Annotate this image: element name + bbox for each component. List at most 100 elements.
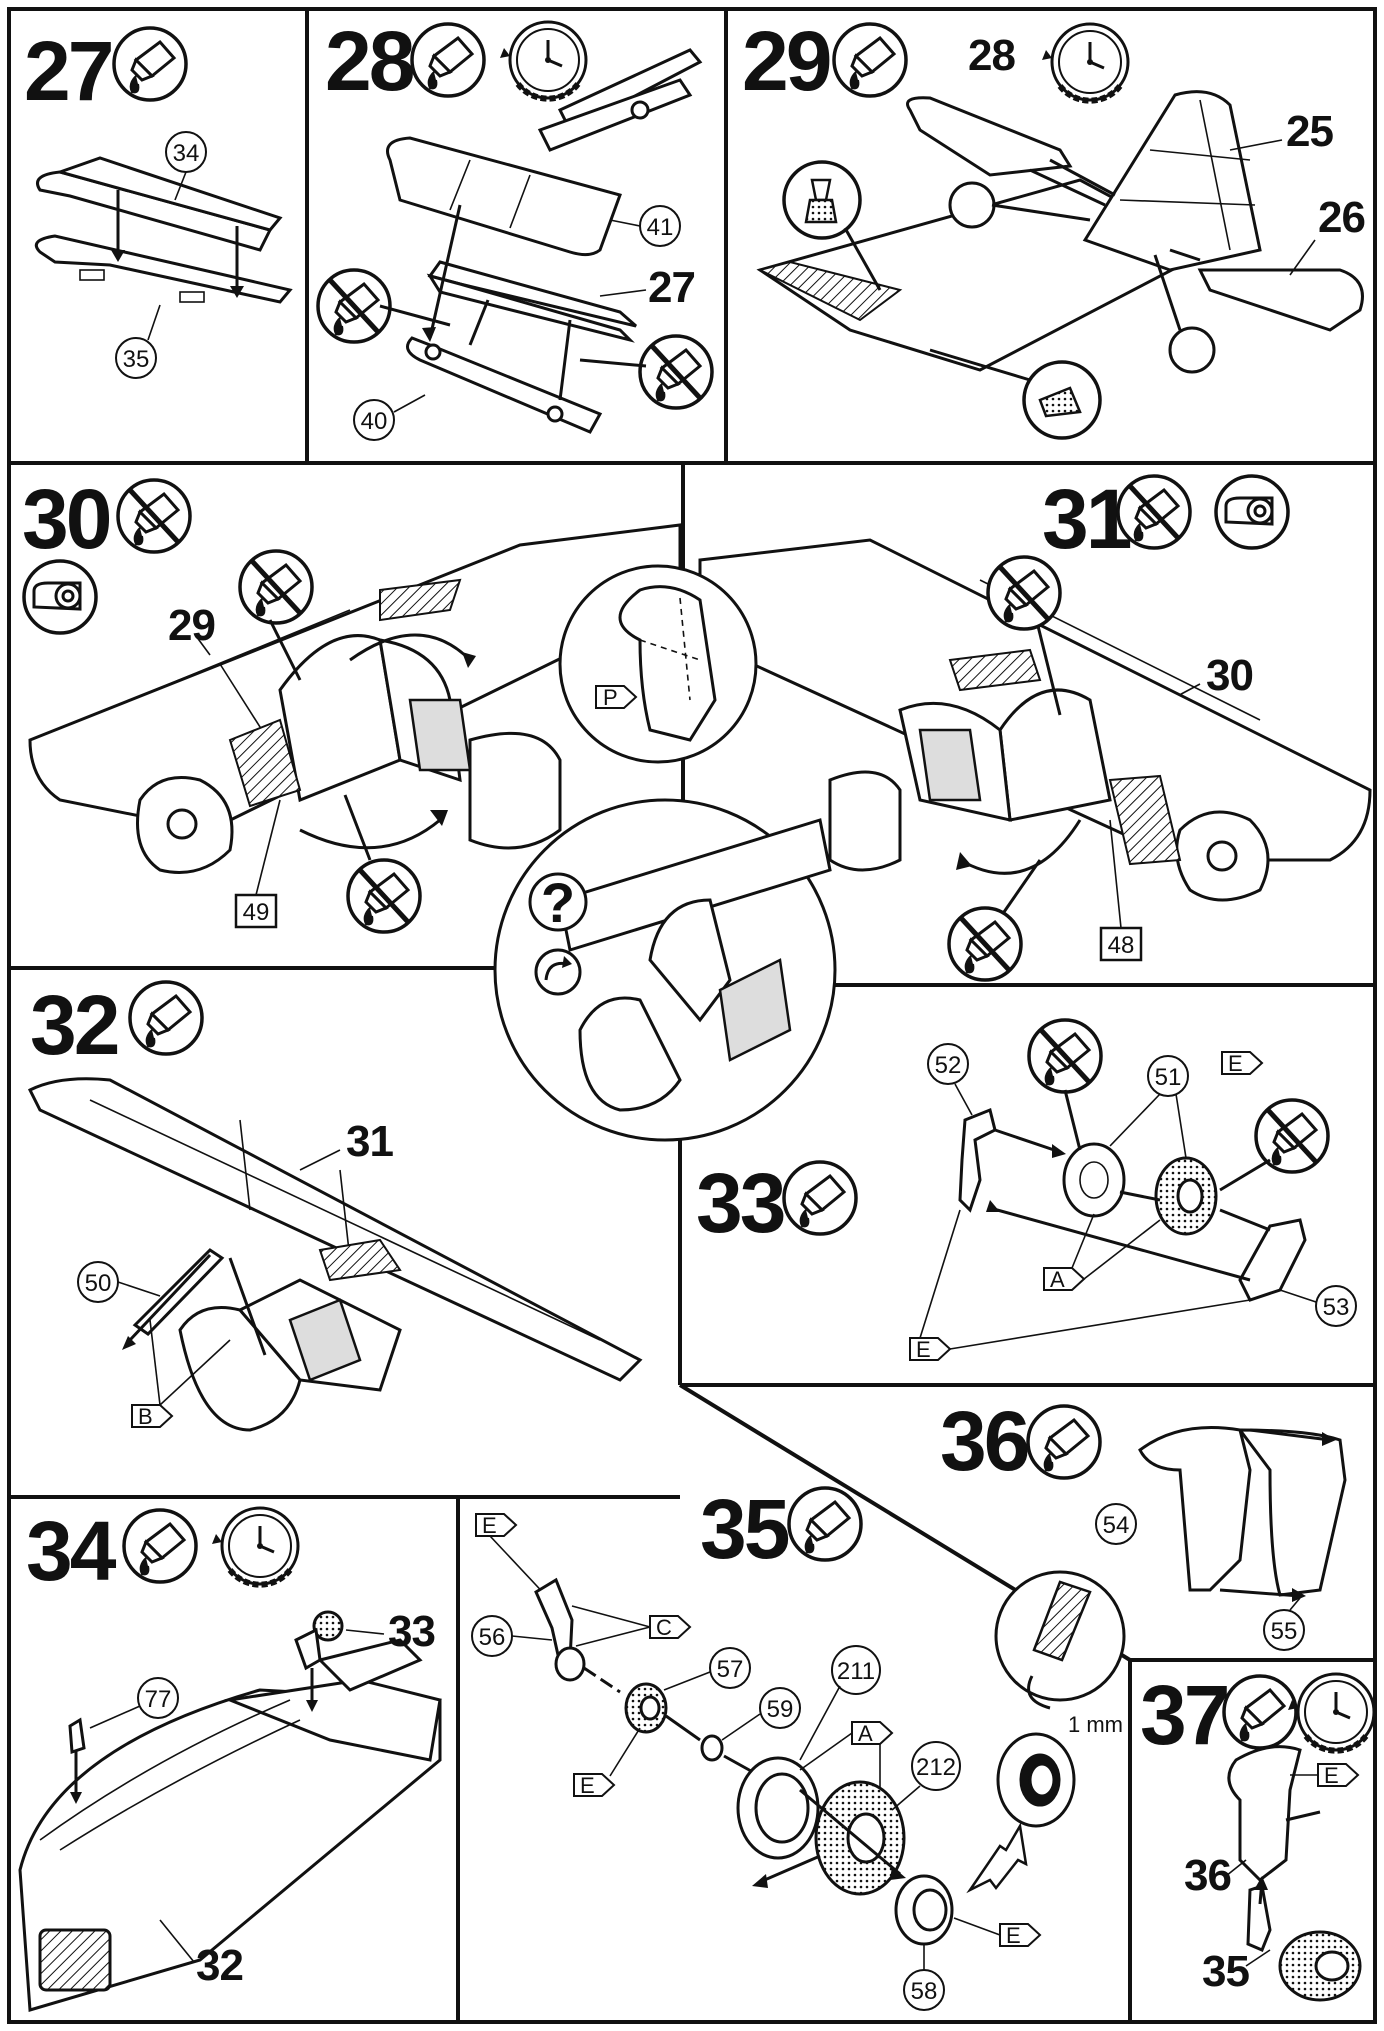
fuselage-tail-drawing (756, 90, 1262, 372)
drill-icon (1168, 326, 1216, 374)
part-77-drawing (68, 1717, 86, 1755)
glue-tube-icon (410, 22, 486, 98)
gear-leg-drawing (1227, 1745, 1362, 2002)
no-glue-icon (640, 336, 712, 408)
part-label: 36 (1184, 1851, 1231, 1900)
part-label: 26 (1318, 193, 1365, 242)
marker-label: E (1324, 1763, 1339, 1788)
no-glue-icon (118, 480, 190, 552)
marker-label: E (580, 1773, 595, 1798)
part-callout: 211 (837, 1658, 875, 1685)
part-callout: 54 (1103, 1512, 1130, 1539)
step-28: 28 41 27 (318, 14, 712, 441)
part-callout: 55 (1271, 1618, 1298, 1645)
part-51-drawing (1062, 1142, 1218, 1236)
part-28-drawing (906, 96, 1073, 177)
canopy-detail-inset: P (558, 564, 758, 764)
part-callout: 52 (935, 1052, 962, 1079)
part-26-drawing (1197, 268, 1364, 332)
step-number: 33 (696, 1156, 784, 1250)
no-glue-icon (348, 860, 420, 932)
part-callout: 34 (173, 140, 200, 167)
sanding-detail-drawing: 1 mm (994, 1570, 1126, 1737)
wing-canopy-drawing (28, 523, 682, 874)
part-label: 28 (968, 31, 1015, 80)
no-glue-icon (240, 551, 312, 623)
marker-label: B (138, 1404, 153, 1429)
step-number: 37 (1140, 1668, 1228, 1762)
step-number: 30 (22, 472, 110, 566)
part-label: 48 (1108, 932, 1135, 959)
step-36: 36 54 55 (940, 1394, 1347, 1651)
part-52-drawing (958, 1107, 997, 1213)
step-number: 27 (24, 24, 112, 118)
rotate-icon (534, 948, 582, 996)
step-37: 37 E 36 35 (1140, 1668, 1374, 2002)
part-57-drawing (624, 1682, 668, 1734)
step-29: 29 28 25 26 (742, 14, 1366, 440)
part-callout: 56 (479, 1624, 506, 1651)
step-number: 29 (742, 14, 830, 108)
step-27: 27 34 35 (24, 24, 293, 379)
optional-icon: ? (541, 871, 575, 934)
part-27-drawing (426, 260, 637, 343)
part-label: 27 (648, 263, 695, 312)
part-label: 25 (1286, 107, 1333, 156)
part-label: 29 (168, 601, 215, 650)
marker-label: E (1006, 1923, 1021, 1948)
marker-label: E (1228, 1051, 1243, 1076)
glue-tube-icon (112, 26, 188, 102)
wing-fuselage-drawing (27, 1077, 643, 1432)
canopy-open-inset: ? (493, 798, 837, 1142)
drying-time-icon (500, 22, 586, 99)
part-callout: 41 (647, 214, 674, 241)
step-number: 34 (26, 1504, 117, 1598)
part-59-drawing (700, 1734, 724, 1762)
step-33: 33 52 51 E A (696, 1020, 1357, 1362)
part-41-drawing (386, 136, 622, 257)
step-number: 36 (940, 1394, 1028, 1488)
drill-icon (948, 181, 996, 229)
measurement-label: 1 mm (1068, 1712, 1123, 1737)
step-number: 32 (30, 978, 118, 1072)
part-callout: 58 (911, 1978, 938, 2005)
part-callout: 77 (145, 1686, 172, 1713)
step-34: 34 77 33 32 (18, 1504, 442, 2012)
step-35: 35 E 56 C 57 E 59 (471, 1482, 1126, 2011)
step-number: 35 (700, 1482, 789, 1576)
rear-fuselage-drawing (18, 1638, 442, 2012)
part-label: 30 (1206, 651, 1253, 700)
marker-label: C (656, 1615, 672, 1640)
part-label: 33 (388, 1607, 435, 1656)
drying-time-icon (212, 1508, 298, 1585)
part-callout: 53 (1323, 1294, 1350, 1321)
glue-tube-icon (128, 980, 204, 1056)
part-40-drawing (406, 336, 603, 434)
no-glue-icon (1029, 1020, 1101, 1092)
no-glue-icon (949, 908, 1021, 980)
drying-time-icon (1042, 24, 1128, 101)
no-glue-icon (1118, 476, 1190, 548)
part-212-drawing (814, 1780, 906, 1896)
part-34-drawing (36, 156, 283, 252)
part-35-drawing (34, 234, 293, 304)
glue-tube-icon (1222, 1674, 1298, 1750)
wing-canopy-drawing (698, 538, 1372, 902)
glue-tube-icon (1026, 1404, 1102, 1480)
marker-label: A (1050, 1267, 1065, 1292)
part-callout: 51 (1155, 1064, 1182, 1091)
part-label: 32 (196, 1941, 243, 1990)
part-label: 49 (243, 899, 270, 926)
part-callout: 35 (123, 346, 150, 373)
part-callout: 212 (916, 1754, 956, 1781)
step-number: 28 (325, 14, 414, 108)
glue-tube-icon (832, 22, 908, 98)
part-callout: 57 (717, 1656, 744, 1683)
part-54-drawing (1138, 1426, 1252, 1592)
marker-label: E (482, 1513, 497, 1538)
part-callout: 40 (361, 408, 388, 435)
part-56-drawing (534, 1577, 586, 1682)
part-callout: 50 (85, 1270, 112, 1297)
part-211-drawing (736, 1756, 820, 1860)
